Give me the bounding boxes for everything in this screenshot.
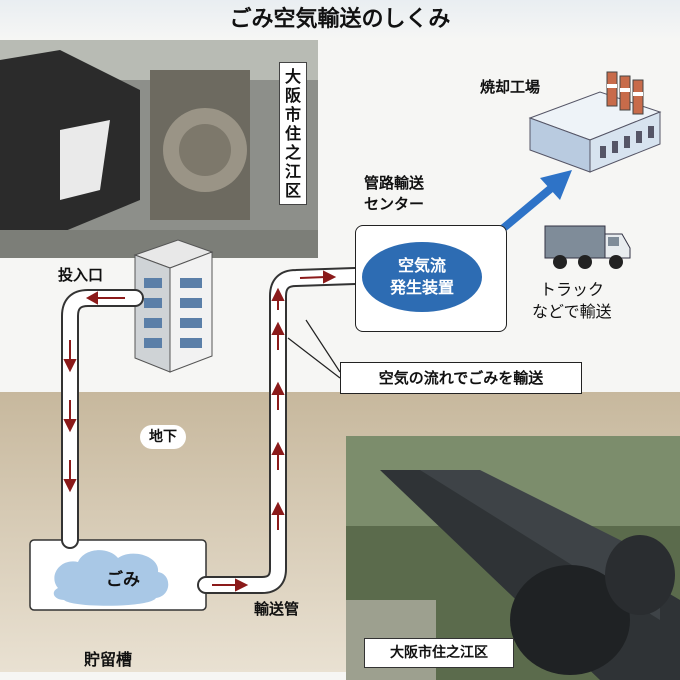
storage-tank-label: 貯留槽 — [84, 650, 133, 669]
photo-label-bottom: 大阪市住之江区 — [364, 638, 514, 668]
airflow-generator: 空気流 発生装置 — [362, 242, 482, 312]
photo-pipes — [346, 436, 680, 680]
truck-label-line2: などで輸送 — [532, 302, 612, 321]
transport-pipe-label: 輸送管 — [254, 600, 300, 618]
location-char: 大 — [284, 67, 301, 86]
location-char: 阪 — [284, 86, 301, 105]
inlet-label: 投入口 — [58, 266, 104, 284]
location-char: 住 — [284, 124, 301, 143]
incinerator-icon — [528, 71, 662, 173]
garbage-cloud — [53, 550, 169, 606]
location-char: 之 — [284, 143, 301, 162]
garbage-label: ごみ — [106, 570, 140, 590]
page-title: ごみ空気輸送のしくみ — [0, 0, 680, 40]
callout-leaders — [287, 319, 341, 379]
center-label-line2: センター — [364, 195, 425, 213]
center-label-line1: 管路輸送 — [364, 174, 425, 192]
location-char: 区 — [284, 181, 301, 200]
airflow-callout: 空気の流れでごみを輸送 — [340, 362, 582, 394]
location-char: 市 — [284, 105, 301, 124]
truck-icon — [544, 225, 631, 269]
incinerator-label: 焼却工場 — [480, 78, 541, 96]
building-icon — [133, 239, 214, 373]
photo-inlet — [0, 40, 318, 258]
airflow-label-line1: 空気流 — [397, 256, 446, 275]
photo-label-top: 大 阪 市 住 之 江 区 — [279, 62, 307, 205]
flow-arrows — [63, 270, 337, 592]
airflow-label-line2: 発生装置 — [389, 278, 454, 297]
underground-label: 地下 — [140, 425, 186, 449]
location-char: 江 — [284, 162, 301, 181]
truck-label-line1: トラック — [540, 280, 605, 299]
